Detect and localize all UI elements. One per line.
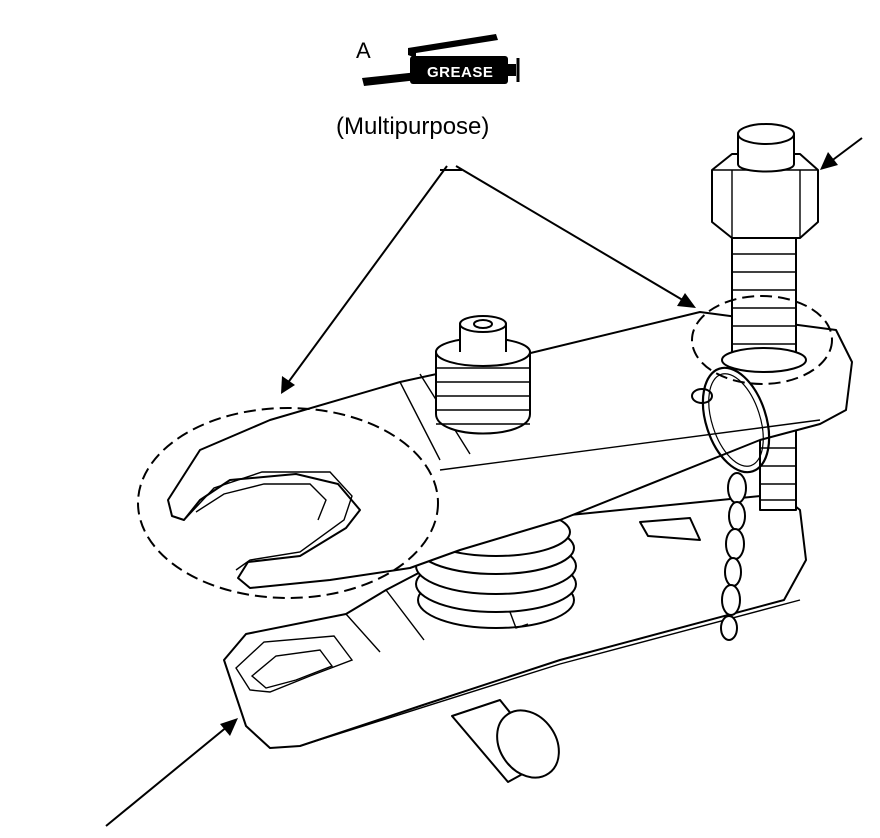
callout-letter: A (356, 38, 371, 63)
leader-to-bolt-seat (455, 165, 696, 308)
safety-ring (701, 366, 771, 474)
roller-pin (451, 699, 560, 783)
grease-gun-icon: GREASE (362, 34, 520, 86)
grease-area-fork (137, 407, 439, 599)
bolt-tip (737, 123, 795, 173)
grease-type-label: (Multipurpose) (336, 113, 489, 140)
arrow-to-nut (820, 137, 863, 170)
threaded-bolt-upper (721, 235, 807, 373)
threaded-bolt-lower (759, 429, 797, 511)
grease-label: GREASE (427, 64, 493, 81)
center-bolt (435, 315, 531, 435)
leader-to-fork (281, 165, 448, 394)
chain (720, 472, 747, 641)
grease-callout: A GREASE (Multipurpose) (336, 34, 520, 140)
grease-area-bolt-seat (691, 295, 833, 385)
arrow-to-lower-arm (105, 718, 238, 827)
upper-arm (167, 311, 853, 589)
